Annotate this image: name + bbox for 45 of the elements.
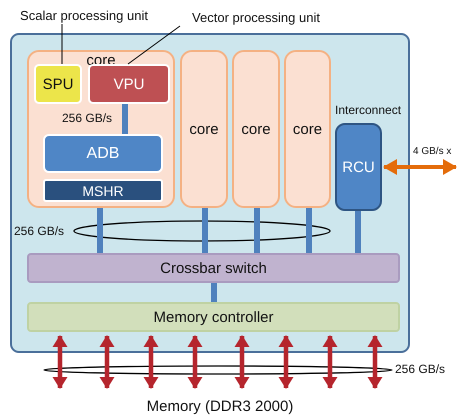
connector-bar <box>306 208 312 253</box>
box-label: VPU <box>114 76 144 92</box>
box-label: core <box>241 120 271 138</box>
double-arrow <box>52 335 68 389</box>
double-arrow <box>383 159 457 175</box>
double-arrow <box>278 335 294 389</box>
box-label: Crossbar switch <box>160 260 267 276</box>
spu-box <box>34 64 82 104</box>
connector-bar <box>97 208 103 253</box>
box-label: core <box>292 120 322 138</box>
box-label: ADB <box>86 144 120 162</box>
core-box <box>27 50 175 208</box>
memory-text: Memory (DDR3 2000) <box>146 398 294 414</box>
double-arrow <box>322 335 338 389</box>
connector-bar <box>122 104 128 134</box>
box-caption: Interconnect <box>335 103 402 117</box>
connector-bar <box>254 208 260 253</box>
double-arrow <box>188 335 202 389</box>
box-label: SPU <box>42 76 74 92</box>
bandwidth-label: 256 GB/s <box>14 224 64 238</box>
box-label: MSHR <box>82 182 124 198</box>
box-label: Memory controller <box>153 308 274 326</box>
callout-text: Vector processing unit <box>192 10 320 24</box>
bandwidth-label: 256 GB/s <box>395 362 446 376</box>
connector-bar <box>202 208 208 253</box>
adb-box <box>43 134 163 173</box>
memory-controller-box <box>27 302 400 332</box>
callout-text: Scalar processing unit <box>20 8 148 22</box>
double-arrow <box>144 335 158 389</box>
chip-box <box>10 33 410 353</box>
double-arrow <box>234 335 250 389</box>
core-box <box>180 50 228 208</box>
mshr-box <box>43 179 163 202</box>
double-arrow <box>368 335 382 389</box>
vpu-box <box>88 64 170 104</box>
connector-bar <box>355 211 361 253</box>
edge-label: 256 GB/s <box>62 111 112 125</box>
box-label: core <box>189 120 219 138</box>
core-box <box>232 50 280 208</box>
connector-bar <box>211 283 217 302</box>
double-arrow <box>100 335 114 389</box>
crossbar-switch-box <box>27 253 400 283</box>
edge-label: 4 GB/s x <box>413 146 452 157</box>
core-box <box>284 50 331 208</box>
box-label: RCU <box>342 158 375 176</box>
